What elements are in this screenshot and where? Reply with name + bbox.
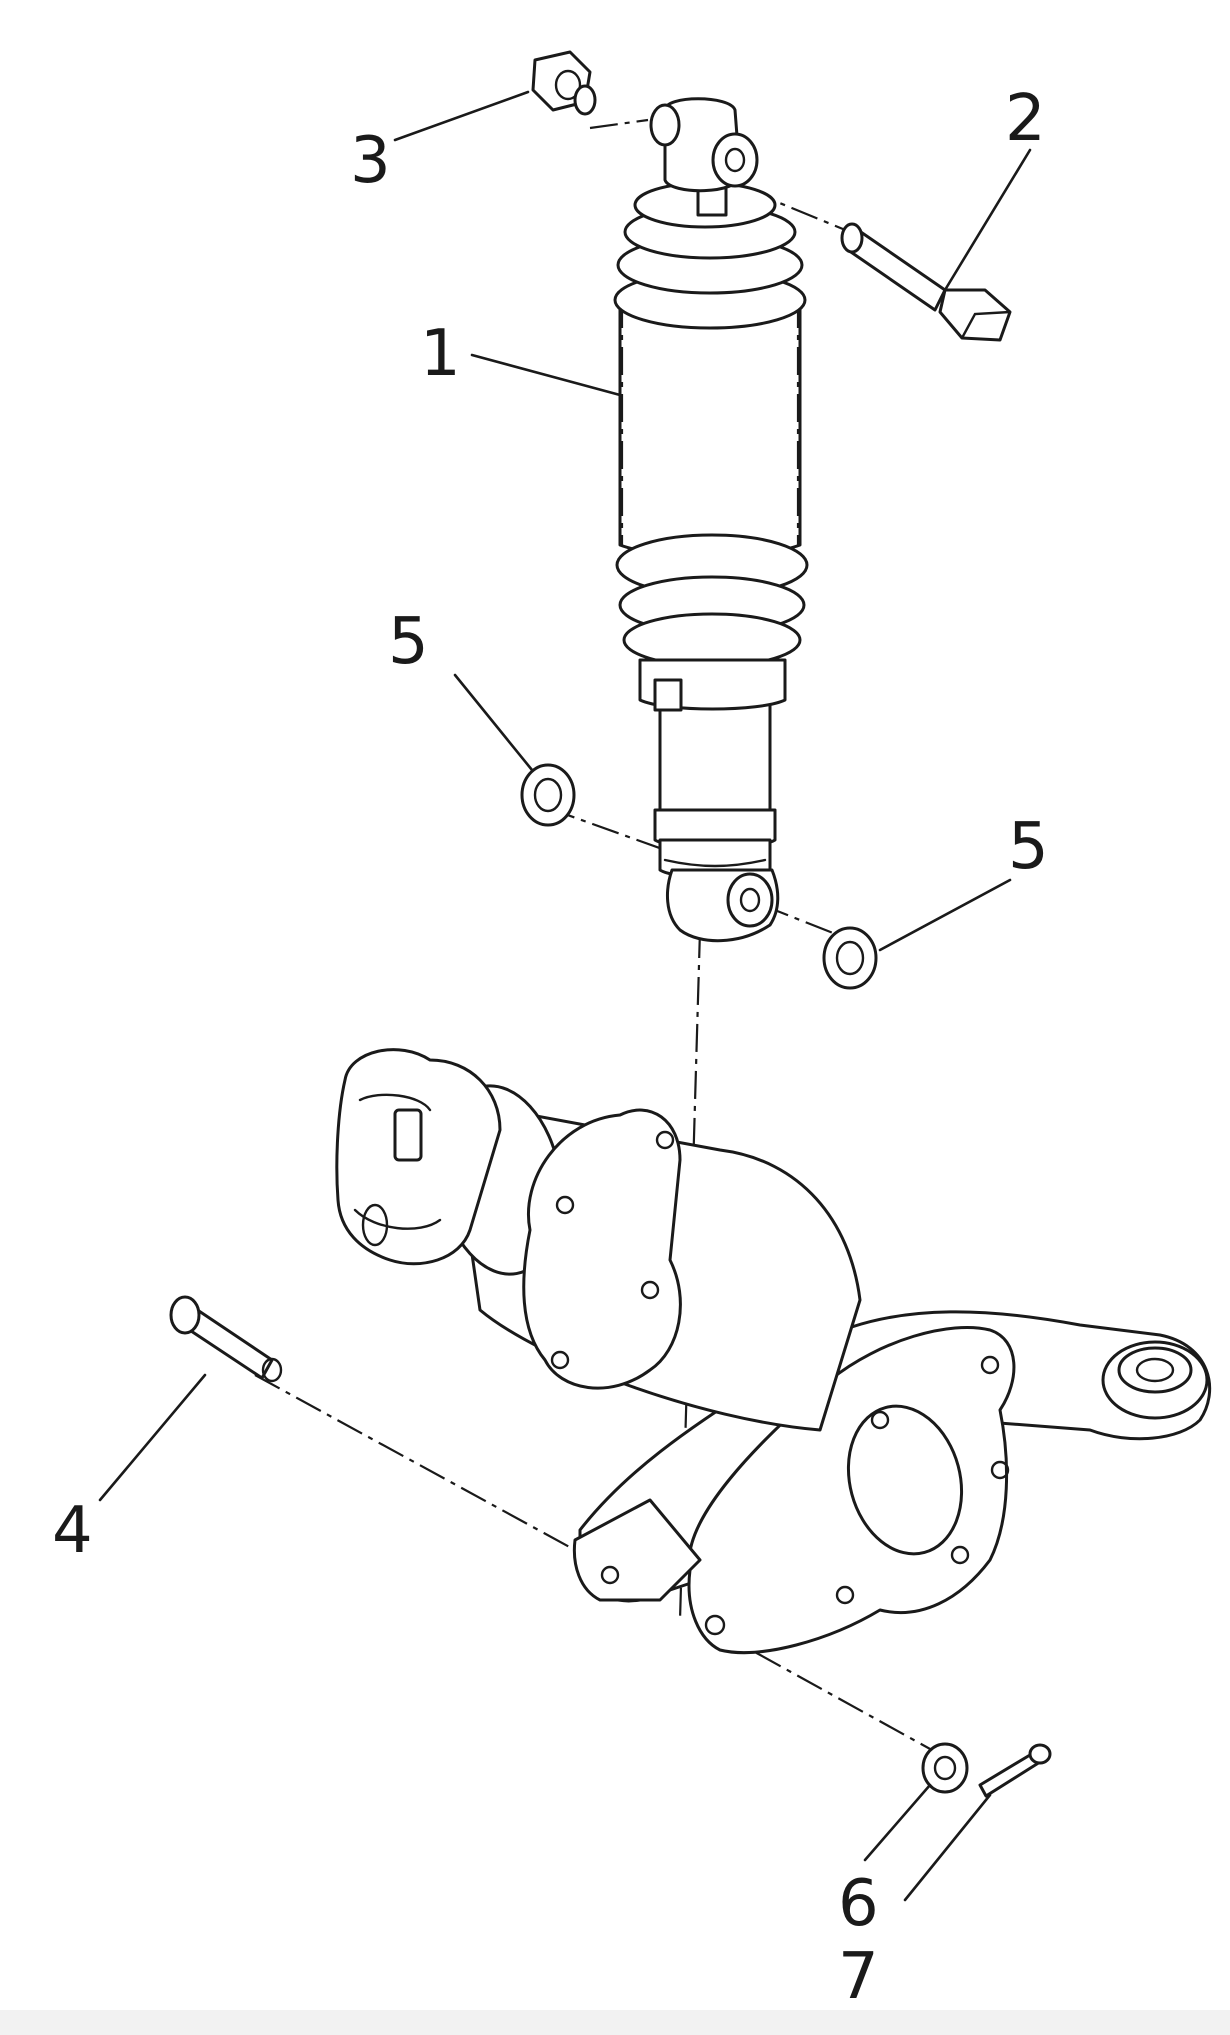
axle-hub-assembly [335, 1048, 1212, 1655]
callout-7: 7 [838, 1940, 879, 2014]
bolt-part-2 [840, 222, 1012, 342]
callout-6: 6 [838, 1867, 879, 1941]
nut-part-3 [531, 50, 597, 116]
shock-absorber-part-1 [613, 97, 809, 943]
callout-2: 2 [1005, 82, 1046, 156]
callout-labels: 1 2 3 4 5 5 6 7 [52, 82, 1049, 2014]
callout-5-upper: 5 [388, 605, 429, 679]
cotter-pin-part-7 [978, 1743, 1052, 1798]
page-footer-strip [0, 2010, 1230, 2035]
callout-3: 3 [350, 124, 391, 198]
pin-part-4 [169, 1295, 283, 1383]
callout-1: 1 [420, 317, 461, 391]
washer-part-6 [921, 1742, 969, 1794]
washers-part-5 [520, 763, 878, 990]
callout-5-lower: 5 [1008, 810, 1049, 884]
leader-lines [98, 90, 1032, 1902]
callout-4: 4 [52, 1494, 93, 1568]
